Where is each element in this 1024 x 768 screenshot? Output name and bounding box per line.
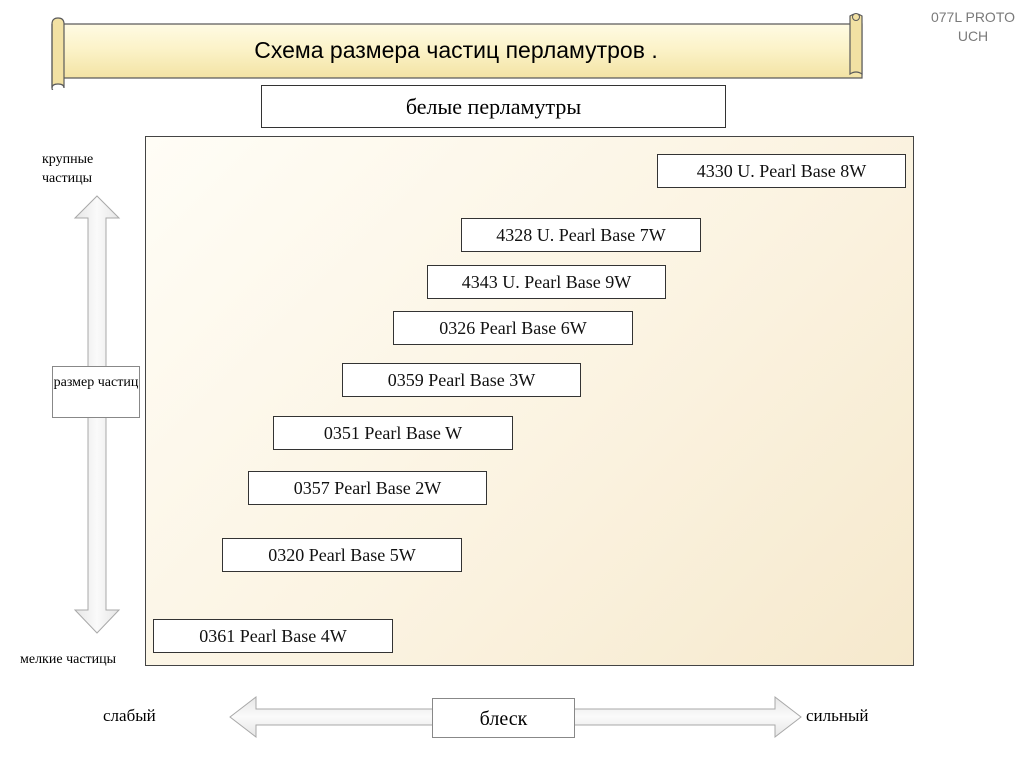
particle-size-label: размер частиц [52, 366, 140, 418]
grade-box: 0320 Pearl Base 5W [222, 538, 462, 572]
category-label: белые перламутры [261, 85, 726, 128]
weak-label: слабый [103, 706, 156, 725]
grade-box: 0326 Pearl Base 6W [393, 311, 633, 345]
grade-box: 0361 Pearl Base 4W [153, 619, 393, 653]
grade-box: 0357 Pearl Base 2W [248, 471, 487, 505]
small-particles-label: мелкие частицы [20, 652, 117, 667]
title-banner: Схема размера частиц перламутров . [46, 12, 868, 90]
page-title: Схема размера частиц перламутров . [254, 37, 658, 63]
strong-label: сильный [806, 706, 869, 725]
corner-code: 077L PROTOUCH [930, 9, 1016, 44]
chart-panel: 4330 U. Pearl Base 8W 4328 U. Pearl Base… [145, 136, 914, 666]
scroll-shape [51, 13, 863, 90]
grade-box: 4330 U. Pearl Base 8W [657, 154, 906, 188]
grade-box: 0351 Pearl Base W [273, 416, 513, 450]
gloss-label: блеск [432, 698, 575, 738]
grade-box: 4343 U. Pearl Base 9W [427, 265, 666, 299]
large-particles-label: крупные частицы [42, 152, 94, 186]
grade-box: 4328 U. Pearl Base 7W [461, 218, 701, 252]
grade-box: 0359 Pearl Base 3W [342, 363, 581, 397]
